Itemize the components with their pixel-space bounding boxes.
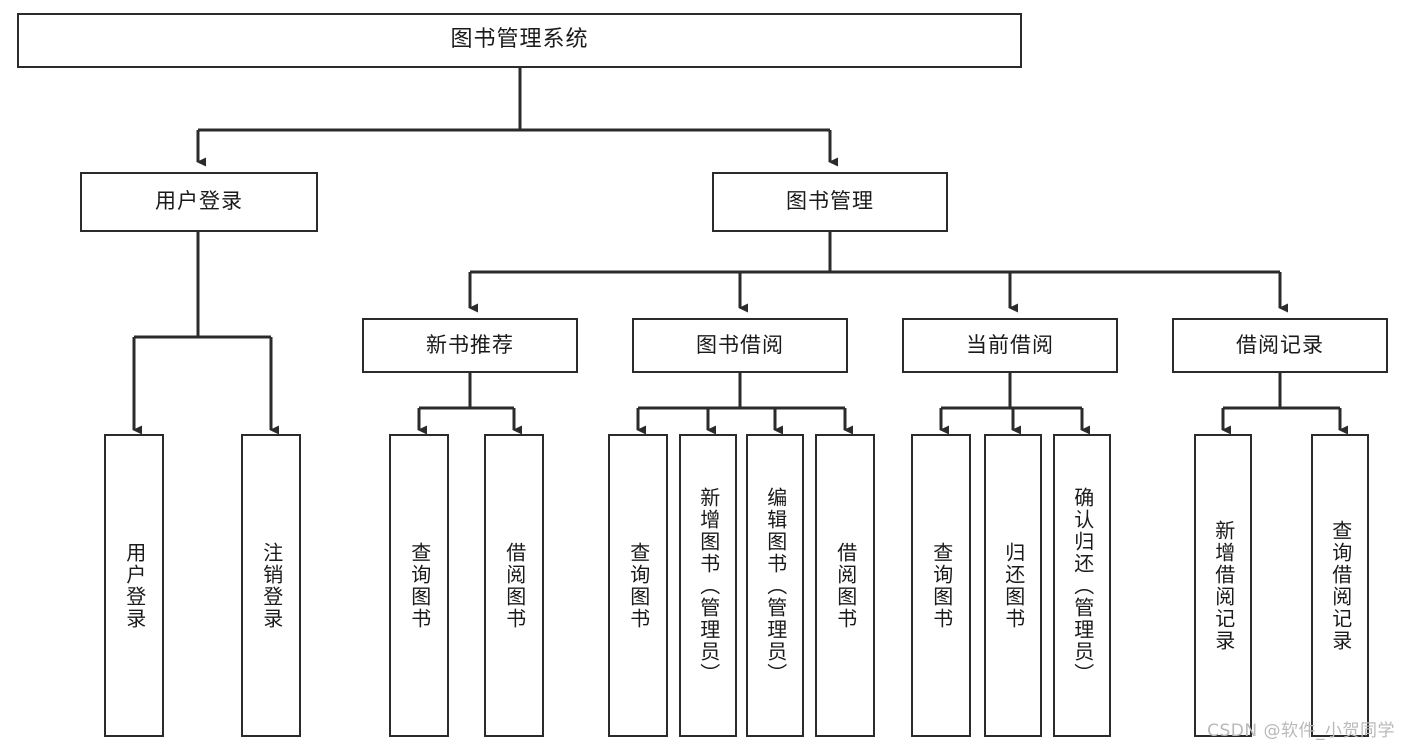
node-label: 当前借阅 <box>966 332 1054 357</box>
node-borrow-record[interactable]: 借阅记录 <box>1172 318 1388 373</box>
node-label: 新增借阅记录 <box>1211 519 1236 652</box>
leaf-current-borrow-return[interactable]: 归还图书 <box>984 434 1042 737</box>
node-label: 图书管理系统 <box>450 27 589 53</box>
node-label: 借阅图书 <box>502 541 527 630</box>
node-user-login[interactable]: 用户登录 <box>80 172 318 232</box>
node-current-borrow[interactable]: 当前借阅 <box>902 318 1118 373</box>
node-label: 借阅图书 <box>833 541 858 630</box>
node-label: 查询图书 <box>929 541 954 630</box>
node-label: 查询图书 <box>407 541 432 630</box>
node-label: 查询借阅记录 <box>1328 519 1353 652</box>
leaf-new-book-borrow[interactable]: 借阅图书 <box>484 434 544 737</box>
leaf-borrow-record-add[interactable]: 新增借阅记录 <box>1194 434 1252 737</box>
node-book-management[interactable]: 图书管理 <box>712 172 948 232</box>
node-label: 用户登录 <box>122 541 147 630</box>
leaf-current-borrow-query[interactable]: 查询图书 <box>911 434 971 737</box>
leaf-user-login-logout[interactable]: 注销登录 <box>241 434 301 737</box>
leaf-book-borrow-query[interactable]: 查询图书 <box>608 434 668 737</box>
node-label: 用户登录 <box>155 189 243 214</box>
node-label: 借阅记录 <box>1236 332 1324 357</box>
leaf-borrow-record-query[interactable]: 查询借阅记录 <box>1311 434 1369 737</box>
node-label: 归还图书 <box>1001 541 1026 630</box>
leaf-book-borrow-add[interactable]: 新增图书（管理员） <box>679 434 737 737</box>
leaf-user-login-login[interactable]: 用户登录 <box>104 434 164 737</box>
node-label: 新书推荐 <box>426 332 514 357</box>
node-root-book-management-system[interactable]: 图书管理系统 <box>17 13 1022 68</box>
leaf-current-borrow-confirm-return[interactable]: 确认归还（管理员） <box>1053 434 1111 737</box>
node-label: 查询图书 <box>626 541 651 630</box>
node-label: 编辑图书（管理员） <box>763 486 788 685</box>
node-book-borrow[interactable]: 图书借阅 <box>632 318 848 373</box>
node-label: 图书借阅 <box>696 332 784 357</box>
leaf-new-book-query[interactable]: 查询图书 <box>389 434 449 737</box>
node-label: 注销登录 <box>259 541 284 630</box>
node-new-book-recommend[interactable]: 新书推荐 <box>362 318 578 373</box>
node-label: 图书管理 <box>786 189 874 214</box>
leaf-book-borrow-borrow[interactable]: 借阅图书 <box>815 434 875 737</box>
leaf-book-borrow-edit[interactable]: 编辑图书（管理员） <box>746 434 804 737</box>
watermark: CSDN @软件_小贺同学 <box>1207 721 1395 741</box>
node-label: 新增图书（管理员） <box>696 486 721 685</box>
node-label: 确认归还（管理员） <box>1070 486 1095 685</box>
